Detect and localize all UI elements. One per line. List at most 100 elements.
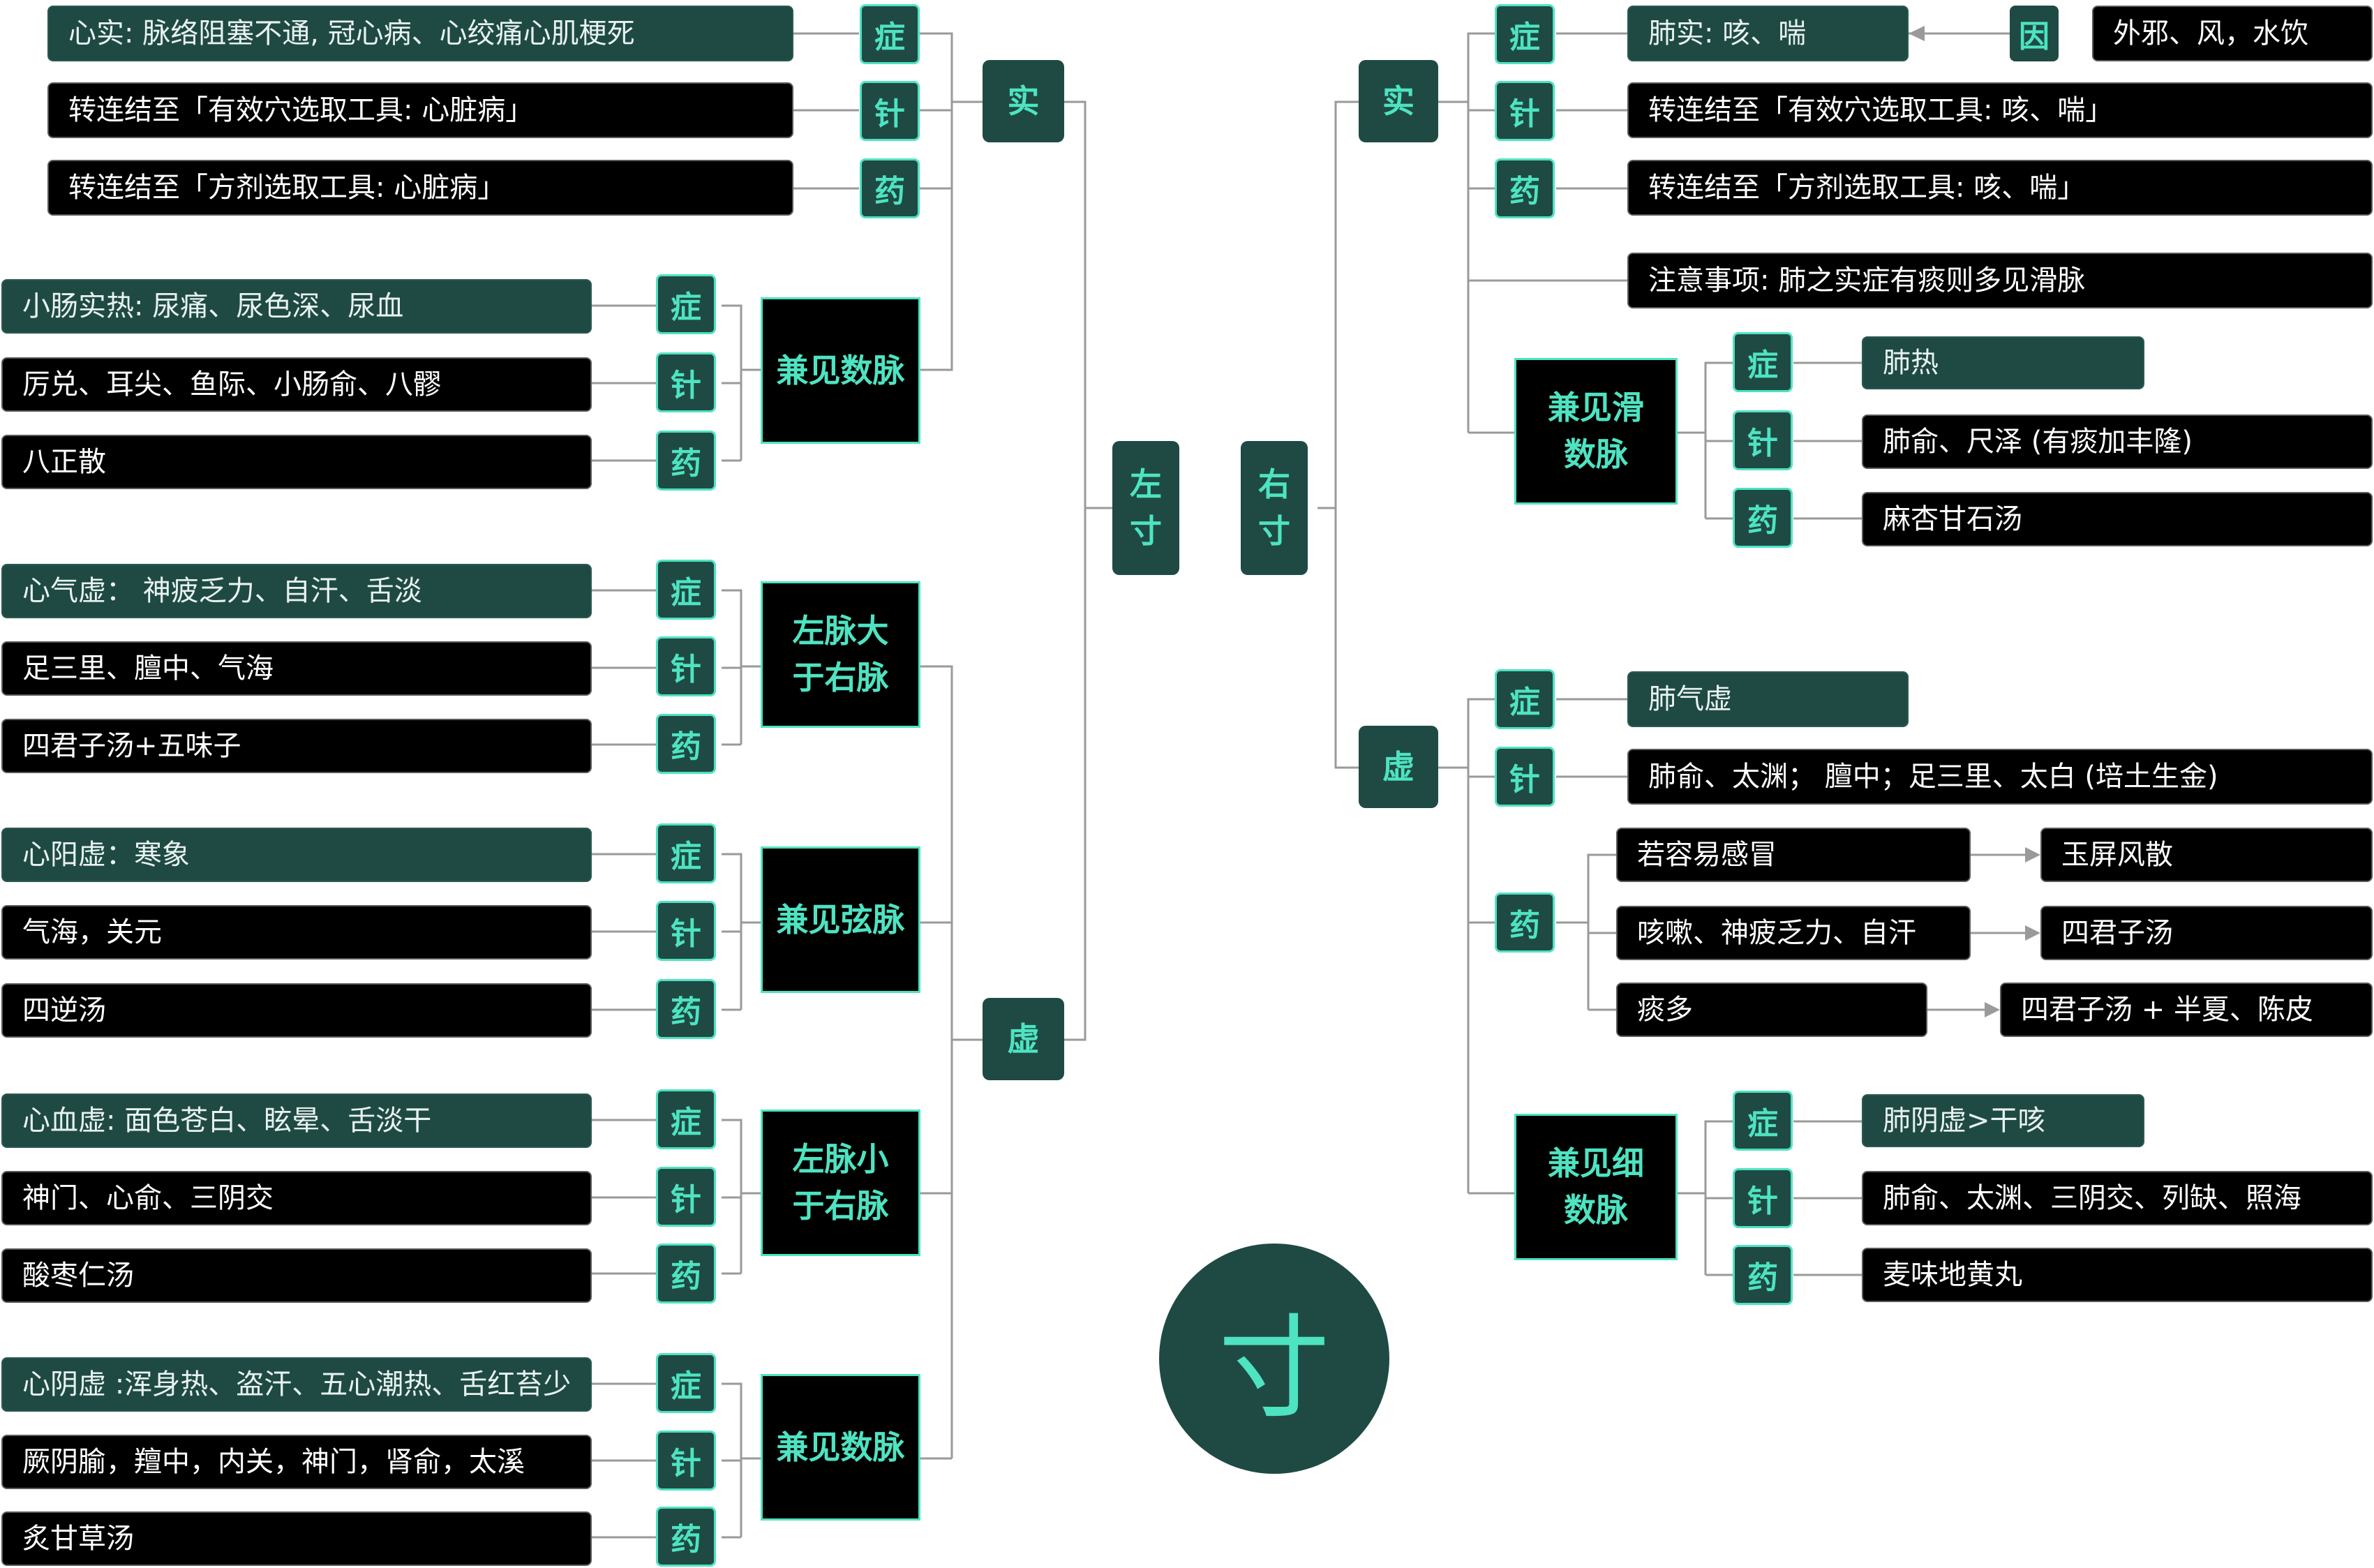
tag-zheng: 症 — [1733, 332, 1793, 392]
right-shi-branches — [1438, 32, 1627, 434]
left-shi-group-formula: 八正散 — [1, 435, 592, 489]
cun-center-badge: 寸 — [1159, 1244, 1389, 1474]
right-shi-leaf-links — [1556, 32, 1627, 190]
tag-zheng: 症 — [656, 560, 716, 620]
left-shi-group-title[interactable]: 兼见数脉 — [761, 297, 920, 444]
left-xu-group-3-acupoints: 神门、心俞、三阴交 — [1, 1171, 592, 1225]
right-shi-symptom: 肺实: 咳、喘 — [1627, 6, 1909, 61]
tag-zhen: 针 — [656, 636, 716, 696]
right-xu-yao-cond-3: 痰多 — [1616, 983, 1927, 1037]
left-shi-group-acupoints: 厉兑、耳尖、鱼际、小肠俞、八髎 — [1, 357, 592, 412]
left-xu-group-2-title[interactable]: 兼见弦脉 — [761, 846, 920, 993]
tag-yao: 药 — [656, 1507, 716, 1567]
left-xu-group-2-formula: 四逆汤 — [1, 983, 592, 1038]
tag-yao: 药 — [860, 158, 920, 218]
left-xu-group-4-acupoints: 厥阴腧，羶中，内关，神门，肾俞，太溪 — [1, 1435, 592, 1489]
left-xu-group-3-title[interactable]: 左脉小 于右脉 — [761, 1110, 920, 1256]
tag-zheng: 症 — [860, 4, 920, 64]
tag-zheng: 症 — [656, 1089, 716, 1149]
right-xu-yao-formula-2: 四君子汤 — [2040, 906, 2373, 960]
right-xu-symptom: 肺气虚 — [1627, 671, 1909, 727]
right-xu-yao-cond-1: 若容易感冒 — [1616, 828, 1971, 882]
tag-yao: 药 — [1495, 893, 1555, 953]
tag-zheng: 症 — [1733, 1091, 1793, 1151]
tag-zheng: 症 — [1495, 4, 1555, 64]
right-shi-group-title[interactable]: 兼见滑 数脉 — [1514, 358, 1678, 505]
left-xu-node[interactable]: 虚 — [983, 998, 1064, 1080]
left-shi-symptom: 心实: 脉络阻塞不通, 冠心病、心绞痛心肌梗死 — [47, 6, 793, 61]
tag-yao: 药 — [656, 979, 716, 1039]
left-cun-node[interactable]: 左 寸 — [1112, 441, 1179, 575]
tag-zheng: 症 — [656, 1353, 716, 1413]
tag-zhen: 针 — [1495, 747, 1555, 807]
right-shi-acupoint-link[interactable]: 转连结至「有效穴选取工具: 咳、喘」 — [1627, 82, 2373, 138]
right-shi-group-acupoints: 肺俞、尺泽 (有痰加丰隆) — [1862, 415, 2373, 469]
left-xu-group-4-title[interactable]: 兼见数脉 — [761, 1374, 920, 1521]
left-xu-group-1-symptom: 心气虚： 神疲乏力、自汗、舌淡 — [1, 564, 592, 618]
right-cun-node[interactable]: 右 寸 — [1241, 441, 1308, 575]
right-shi-group-symptom: 肺热 — [1862, 336, 2144, 389]
left-shi-formula-link[interactable]: 转连结至「方剂选取工具: 心脏病」 — [47, 160, 793, 216]
tag-zheng: 症 — [656, 823, 716, 883]
left-xu-group-1-formula: 四君子汤+五味子 — [1, 719, 592, 773]
right-shi-group-branches — [1678, 361, 1733, 520]
tag-yao: 药 — [1495, 158, 1555, 218]
right-shi-group-leaf-links — [1793, 361, 1862, 520]
left-shi-node[interactable]: 实 — [983, 60, 1064, 142]
tag-zhen: 针 — [860, 81, 920, 141]
left-xu-group-4-symptom: 心阴虚 :浑身热、盗汗、五心潮热、舌红苔少 — [1, 1357, 592, 1412]
right-xu-group-title[interactable]: 兼见细 数脉 — [1514, 1114, 1678, 1260]
right-shi-group-formula: 麻杏甘石汤 — [1862, 492, 2373, 546]
left-shi-group-branches — [722, 304, 761, 462]
tag-zhen: 针 — [656, 352, 716, 412]
left-root-branches — [1064, 100, 1112, 1041]
right-xu-yao-formula-1: 玉屏风散 — [2040, 828, 2373, 882]
tag-yao: 药 — [1733, 488, 1793, 548]
left-shi-branches — [920, 32, 983, 371]
right-xu-group-branches — [1678, 1120, 1733, 1276]
right-xu-leaf-links — [1556, 698, 1627, 778]
right-xu-group-formula: 麦味地黄丸 — [1862, 1248, 2373, 1302]
tag-yao: 药 — [656, 714, 716, 774]
right-shi-formula-link[interactable]: 转连结至「方剂选取工具: 咳、喘」 — [1627, 160, 2373, 216]
right-xu-group-acupoints: 肺俞、太渊、三阴交、列缺、照海 — [1862, 1171, 2373, 1225]
left-xu-group-1-acupoints: 足三里、膻中、气海 — [1, 641, 592, 696]
right-shi-note: 注意事项: 肺之实症有痰则多见滑脉 — [1627, 253, 2373, 308]
right-root-branches — [1317, 100, 1359, 769]
arrowheads — [1909, 26, 2040, 1017]
tag-zheng: 症 — [656, 274, 716, 334]
tag-zhen: 针 — [656, 1167, 716, 1227]
right-xu-group-symptom: 肺阴虚>干咳 — [1862, 1094, 2144, 1147]
left-xu-group-2-symptom: 心阳虚：寒象 — [1, 828, 592, 882]
tag-yao: 药 — [656, 1244, 716, 1304]
left-shi-group-leaf-links — [592, 304, 656, 462]
right-xu-yao-arrows — [1927, 853, 2032, 1011]
tag-zheng: 症 — [1495, 669, 1555, 729]
right-shi-cause: 外邪、风，水饮 — [2092, 6, 2373, 61]
right-xu-node[interactable]: 虚 — [1359, 726, 1438, 808]
left-shi-acupoint-link[interactable]: 转连结至「有效穴选取工具: 心脏病」 — [47, 82, 793, 138]
tag-zhen: 针 — [1733, 1168, 1793, 1228]
tag-yao: 药 — [1733, 1245, 1793, 1305]
tag-zhen: 针 — [656, 1431, 716, 1491]
right-shi-node[interactable]: 实 — [1359, 60, 1438, 142]
tag-zhen: 针 — [1495, 81, 1555, 141]
right-xu-yao-cond-2: 咳嗽、神疲乏力、自汗 — [1616, 906, 1971, 960]
right-xu-yao-formula-3: 四君子汤 + 半夏、陈皮 — [2000, 983, 2373, 1037]
left-xu-group-2-acupoints: 气海，关元 — [1, 905, 592, 960]
tag-yao: 药 — [656, 431, 716, 491]
left-shi-group-symptom: 小肠实热: 尿痛、尿色深、尿血 — [1, 279, 592, 334]
tag-cause: 因 — [2010, 6, 2059, 61]
left-shi-leaf-links — [793, 32, 859, 190]
left-xu-group-3-symptom: 心血虚: 面色苍白、眩晕、舌淡干 — [1, 1093, 592, 1148]
right-xu-acupoints: 肺俞、太渊； 膻中；足三里、太白 (培土生金) — [1627, 749, 2373, 805]
left-xu-group-4-formula: 炙甘草汤 — [1, 1511, 592, 1566]
right-xu-group-leaf-links — [1793, 1120, 1862, 1276]
left-xu-group-3-formula: 酸枣仁汤 — [1, 1248, 592, 1303]
left-xu-group-links — [592, 589, 761, 1539]
left-xu-group-1-title[interactable]: 左脉大 于右脉 — [761, 581, 920, 728]
left-xu-branches — [920, 665, 983, 1460]
tag-zhen: 针 — [1733, 410, 1793, 470]
